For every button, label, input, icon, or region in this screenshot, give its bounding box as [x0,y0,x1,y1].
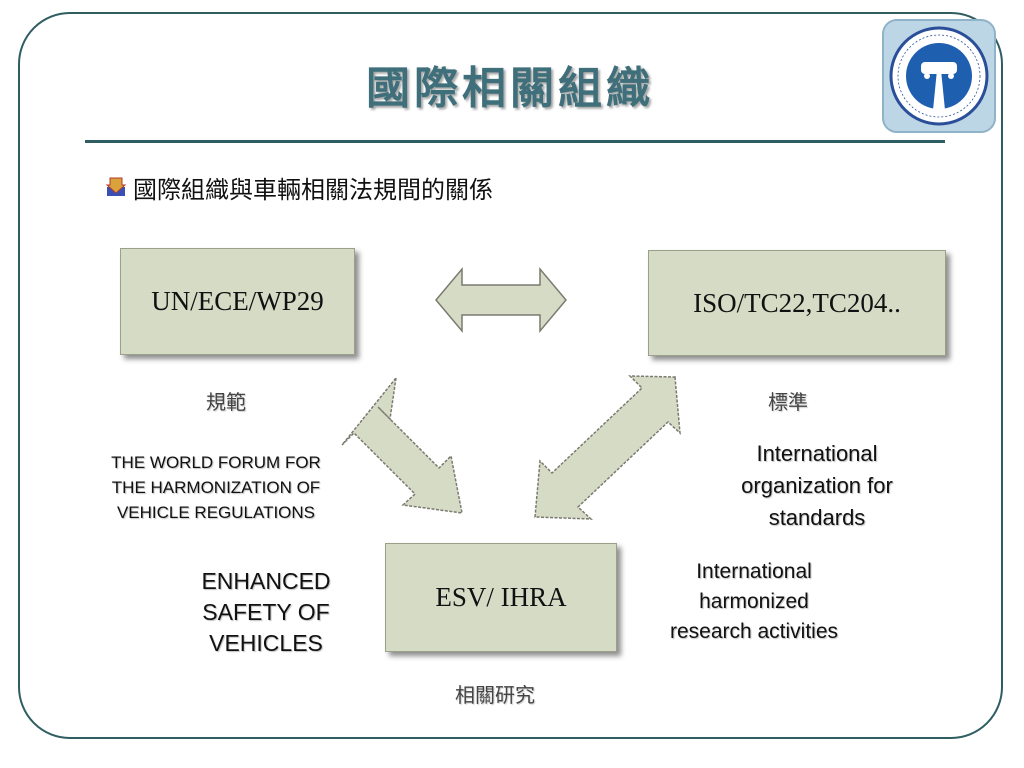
description-line: harmonized [699,590,809,613]
description-iso: International organization for standards [710,438,924,534]
description-line: THE WORLD FORUM FOR [111,453,321,472]
bullet-text: 國際組織與車輛相關法規間的關係 [133,175,493,204]
description-line: ENHANCED [201,568,331,594]
node-iso-label: ISO/TC22,TC204.. [693,287,901,318]
description-line: standards [768,505,866,530]
label-research: 相關研究 [455,683,535,707]
description-line: organization for [741,473,893,498]
node-esv-label: ESV/ IHRA [435,582,567,612]
node-esv-ihra: ESV/ IHRA [385,543,617,652]
description-line: research activities [669,620,839,643]
node-un-ece-wp29: UN/ECE/WP29 [120,248,355,355]
description-line: International [756,441,878,466]
node-iso-tc22: ISO/TC22,TC204.. [648,250,946,356]
organization-logo-icon [882,19,996,133]
down-arrow-bullet-icon [105,177,127,196]
description-line: THE HARMONIZATION OF [111,478,321,497]
description-line: International [696,560,812,583]
slide-title: 國際相關組織 [366,63,654,114]
description-ihra: International harmonized research activi… [640,557,868,647]
bullet-line: 國際組織與車輛相關法規間的關係 [105,170,493,204]
label-regulation: 規範 [206,390,246,414]
description-enhanced-safety: ENHANCED SAFETY OF VEHICLES [176,566,356,659]
description-line: VEHICLES [209,630,323,656]
title-divider [85,140,945,143]
node-un-label: UN/ECE/WP29 [151,286,324,316]
description-line: VEHICLE REGULATIONS [116,503,316,522]
description-line: SAFETY OF [202,599,330,625]
label-standard: 標準 [768,390,808,414]
description-world-forum: THE WORLD FORUM FOR THE HARMONIZATION OF… [78,450,354,525]
